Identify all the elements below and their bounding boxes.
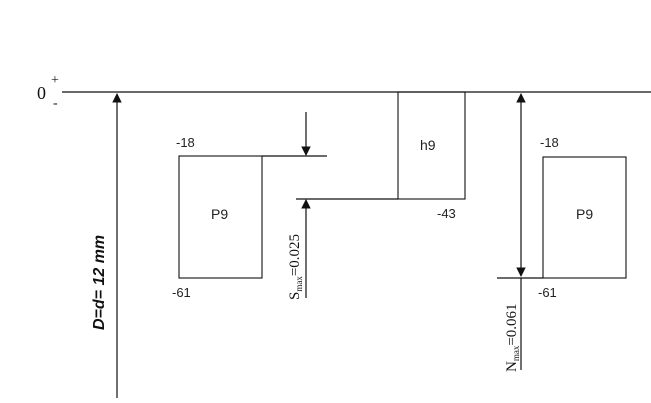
right-hole-lower-deviation: -61 [538, 285, 557, 300]
left-hole-upper-deviation: -18 [176, 135, 195, 150]
shaft-lower-deviation: -43 [437, 206, 456, 221]
interference-subscript: max [511, 345, 521, 361]
zero-plus-sign: + [51, 73, 59, 88]
right-hole-label: P9 [576, 206, 593, 222]
right-hole-upper-deviation: -18 [540, 135, 559, 150]
clearance-subscript: max [294, 276, 304, 292]
clearance-symbol: S [287, 292, 303, 300]
zero-label: 0 [37, 83, 46, 103]
zero-minus-sign: - [53, 96, 58, 111]
shaft-label: h9 [420, 137, 436, 153]
left-hole-label: P9 [211, 206, 228, 222]
interference-value: =0.061 [504, 303, 520, 345]
interference-symbol: N [504, 361, 520, 372]
nominal-size-label: D=d= 12 mm [91, 235, 108, 330]
left-hole-field [178, 155, 263, 279]
left-hole-lower-deviation: -61 [172, 285, 191, 300]
interference-label: Nmax=0.061 [504, 303, 521, 372]
clearance-value: =0.025 [287, 234, 303, 276]
clearance-label: Smax=0.025 [287, 234, 304, 300]
right-hole-field [542, 156, 627, 279]
shaft-field [397, 91, 466, 200]
